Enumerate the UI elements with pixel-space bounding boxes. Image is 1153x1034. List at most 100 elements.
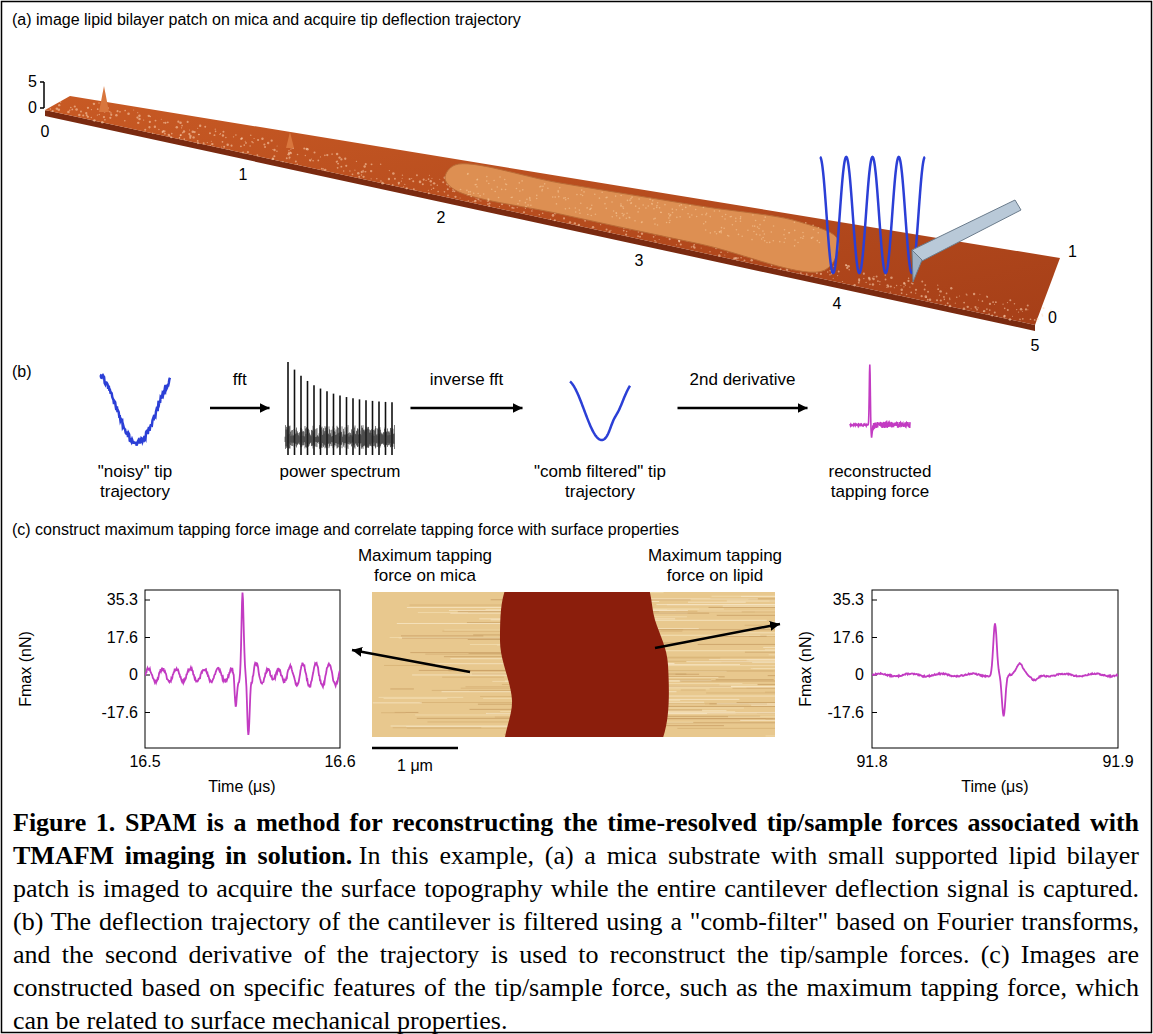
surface-grain (936, 299, 938, 301)
scan-streak (728, 716, 775, 717)
surface-grain (289, 157, 291, 159)
patch-grain (475, 184, 477, 186)
patch-grain (615, 212, 617, 214)
spectrum-noise (363, 425, 364, 449)
patch-grain (813, 229, 815, 231)
spectrum-noise (372, 429, 373, 446)
surface-grain (343, 170, 344, 171)
axis-tick: 5 (1031, 337, 1040, 355)
patch-grain (660, 212, 662, 214)
surface-grain (109, 111, 110, 112)
patch-grain (476, 179, 478, 181)
spectrum-noise (375, 426, 376, 448)
surface-grain (272, 157, 275, 160)
surface-grain (499, 206, 500, 207)
patch-grain (752, 214, 754, 216)
surface-grain (247, 151, 249, 153)
spectrum-noise (360, 431, 361, 446)
surface-grain (890, 292, 891, 293)
spectrum-noise (323, 428, 324, 447)
spectrum-noise (346, 426, 347, 448)
scan-streak (688, 602, 746, 603)
surface-grain (837, 275, 838, 276)
surface-grain (513, 207, 515, 209)
patch-grain (477, 179, 479, 181)
patch-grain (637, 211, 639, 213)
spectrum-noise (317, 435, 318, 443)
surface-grain (983, 310, 985, 312)
surface-grain (978, 299, 979, 300)
surface-grain (222, 131, 224, 133)
surface-grain (249, 145, 250, 146)
patch-grain (557, 191, 559, 193)
spectrum-noise (387, 428, 388, 446)
surface-grain (402, 178, 403, 179)
surface-grain (637, 235, 639, 237)
surface-grain (811, 275, 812, 276)
surface-grain (669, 238, 671, 240)
surface-grain (994, 304, 995, 305)
scan-streak (708, 607, 775, 608)
surface-grain (511, 207, 513, 209)
spectrum-noise (318, 436, 319, 443)
spectrum-noise (380, 430, 381, 446)
surface-grain (915, 289, 917, 291)
spectrum-noise (305, 426, 306, 448)
scan-streak (758, 684, 775, 685)
patch-grain (552, 196, 554, 198)
scan-streak (770, 621, 775, 622)
patch-grain (554, 196, 556, 198)
surface-grain (829, 274, 831, 276)
surface-grain (846, 267, 848, 269)
surface-grain (282, 161, 284, 163)
surface-grain (639, 236, 641, 238)
patch-grain (819, 242, 821, 244)
surface-grain (254, 138, 255, 139)
patch-grain (587, 214, 589, 216)
surface-grain (309, 159, 311, 161)
patch-grain (668, 213, 670, 215)
surface-grain (252, 142, 253, 143)
surface-grain (404, 184, 405, 185)
spectrum-noise (361, 425, 362, 448)
y-tick (145, 712, 150, 713)
surface-grain (992, 301, 994, 303)
patch-grain (788, 232, 790, 234)
surface-grain (137, 112, 138, 113)
spectrum-noise (317, 428, 318, 447)
cantilever-tip (912, 250, 922, 282)
patch-grain (504, 179, 506, 181)
patch-grain (606, 197, 608, 199)
surface-grain (394, 178, 396, 180)
patch-grain (626, 217, 628, 219)
surface-grain (966, 294, 967, 295)
scan-streak (727, 601, 775, 602)
surface-grain (1030, 318, 1032, 320)
surface-grain (344, 158, 346, 160)
surface-grain (693, 245, 695, 247)
surface-grain (197, 140, 199, 142)
surface-grain (371, 178, 372, 179)
surface-grain (963, 302, 965, 304)
spectrum-peak (391, 402, 393, 455)
spectrum-noise (353, 431, 354, 445)
surface-spike (286, 132, 294, 148)
spectrum-noise (319, 425, 320, 449)
patch-grain (580, 203, 582, 205)
patch-grain (817, 232, 819, 234)
process-step: power spectrum (274, 362, 407, 482)
step-label: "noisy" tip trajectory (70, 462, 200, 503)
surface-grain (312, 160, 314, 162)
patch-grain (635, 205, 637, 207)
step-label: reconstructed tapping force (818, 462, 943, 503)
scan-streak (379, 697, 464, 698)
patch-grain (779, 241, 781, 243)
spectrum-noise (334, 428, 335, 447)
spectrum-noise (312, 430, 313, 446)
patch-grain (629, 199, 631, 201)
surface-grain (979, 294, 980, 295)
surface-grain (101, 121, 104, 124)
surface-grain (944, 299, 946, 301)
patch-grain (669, 215, 671, 217)
axis-title: Time (μs) (961, 778, 1028, 796)
